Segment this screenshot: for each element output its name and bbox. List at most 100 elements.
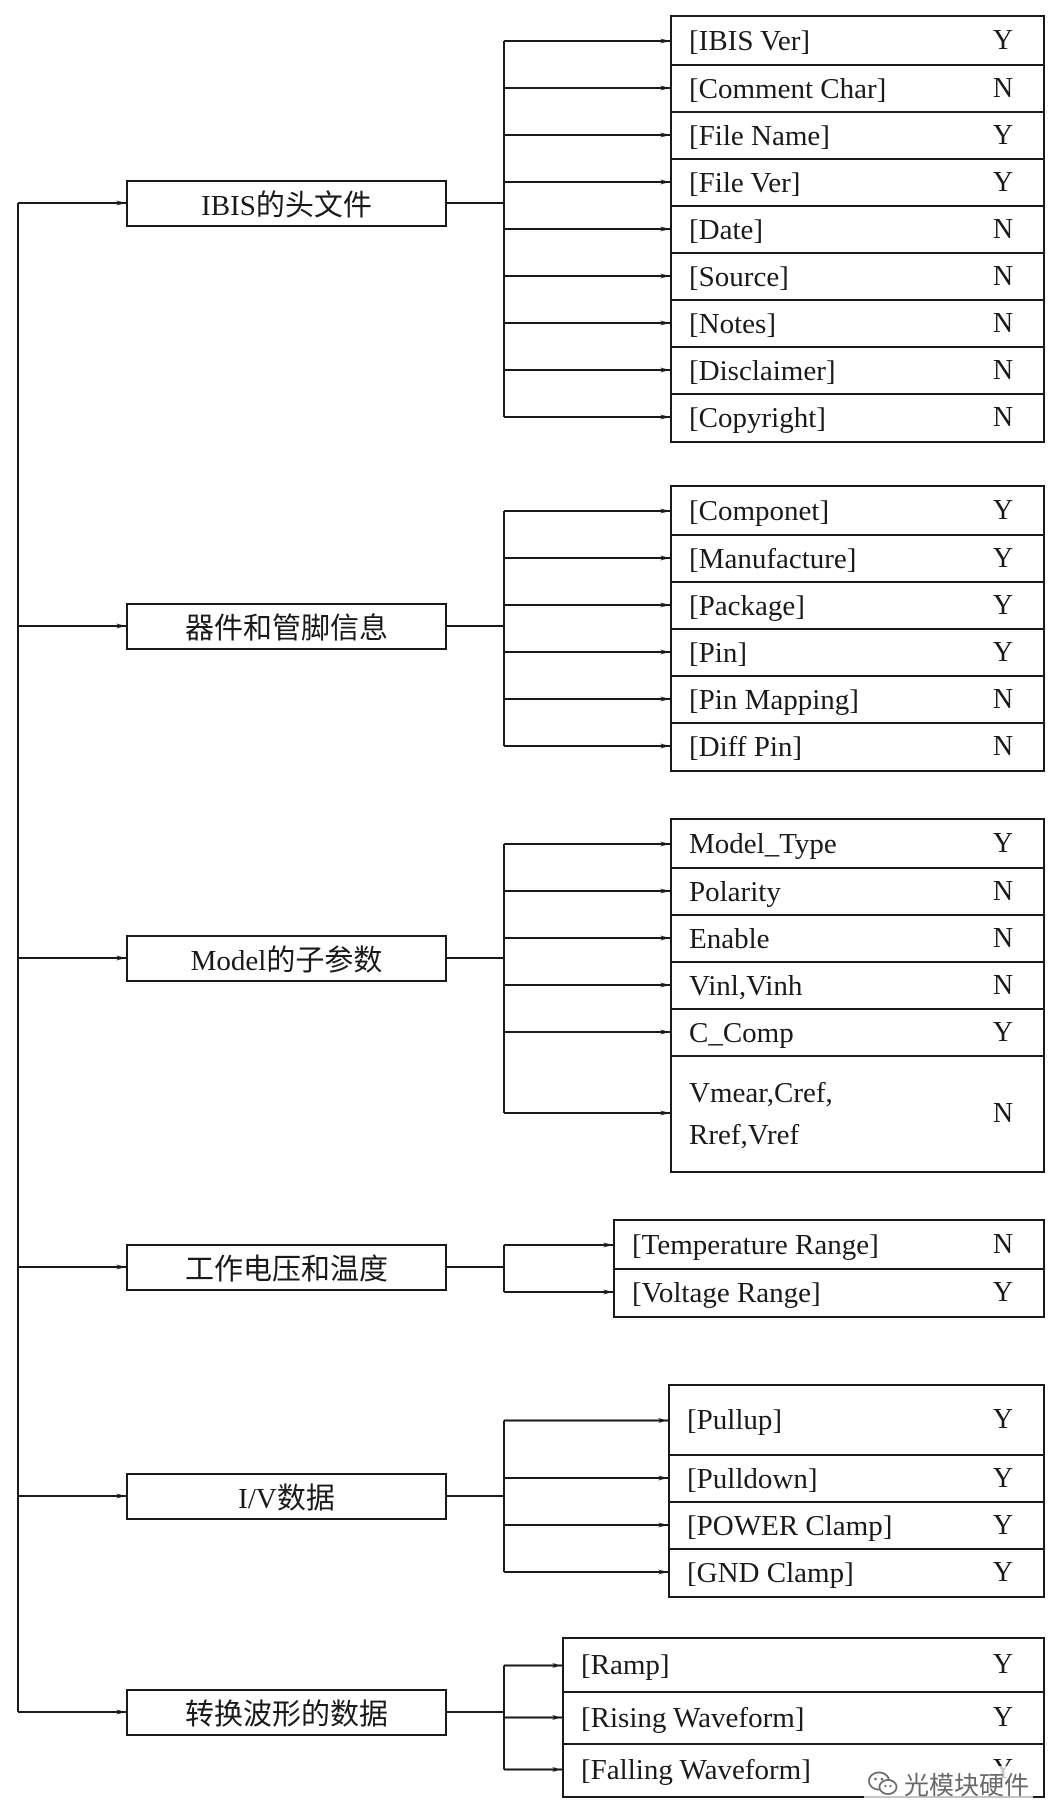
parameter-row: Vmear,Cref, Rref,Vref N [672, 1055, 1043, 1170]
required-flag: Y [992, 1462, 1014, 1494]
wechat-icon [868, 1771, 898, 1795]
parameter-row: [Falling Waveform]Y [564, 1743, 1043, 1795]
parameter-name: [Componet] [689, 494, 830, 527]
required-flag: Y [992, 827, 1014, 859]
parameter-name: [IBIS Ver] [689, 24, 811, 57]
required-flag: Y [992, 1556, 1014, 1588]
required-flag: N [992, 683, 1014, 715]
parameter-group-box: [Pullup]Y[Pulldown]Y[POWER Clamp]Y[GND C… [668, 1384, 1045, 1598]
parameter-row: [Pin] Y [672, 628, 1043, 675]
parameter-name: [Package] [689, 589, 805, 622]
parameter-name: [Notes] [689, 307, 776, 340]
parameter-name: [Disclaimer] [689, 354, 836, 387]
parameter-row: [Disclaimer] N [672, 346, 1043, 393]
required-flag: Y [992, 1404, 1014, 1435]
parameter-name: [Pin Mapping] [689, 683, 859, 716]
parameter-name: [Ramp] [581, 1649, 670, 1681]
required-flag: N [992, 1228, 1014, 1260]
parameter-row: [Date]N [672, 205, 1043, 252]
parameter-row: [Rising Waveform] Y [564, 1691, 1043, 1743]
parameter-name: [Copyright] [689, 401, 826, 434]
parameter-name: [Voltage Range] [632, 1276, 821, 1309]
required-flag: N [992, 213, 1014, 245]
parameter-row: [Source] N [672, 252, 1043, 299]
parameter-name: [Pin] [689, 636, 747, 669]
parameter-row: [Diff Pin] N [672, 722, 1043, 769]
required-flag: Y [992, 1509, 1014, 1541]
parameter-name: [Comment Char] [689, 72, 887, 105]
parameter-row: [File Ver] Y [672, 158, 1043, 205]
parameter-group-box: [IBIS Ver]Y[Comment Char]N[File Name]Y[F… [670, 15, 1045, 443]
required-flag: Y [992, 1276, 1014, 1308]
parameter-name: Polarity [689, 875, 781, 908]
required-flag: Y [992, 119, 1014, 151]
parameter-row: [Pulldown] Y [670, 1454, 1043, 1501]
parameter-group-box: [Componet]Y[Manufacture]Y[Package]Y[Pin]… [670, 485, 1045, 772]
parameter-name: Model_Type [689, 827, 837, 860]
parameter-name: Vmear,Cref, Rref,Vref [689, 1076, 833, 1151]
parameter-row: [Pullup] Y [670, 1386, 1043, 1454]
parameter-row: [Package] Y [672, 581, 1043, 628]
watermark-text: 光模块硬件 [904, 1771, 1030, 1800]
required-flag: Y [992, 589, 1014, 621]
required-flag: Y [992, 1702, 1014, 1733]
parameter-name: [File Ver] [689, 166, 801, 199]
parameter-name: Enable [689, 922, 770, 955]
parameter-row: Enable N [672, 914, 1043, 961]
parameter-name: [GND Clamp] [687, 1556, 854, 1589]
parameter-name: [POWER Clamp] [687, 1509, 893, 1542]
parameter-row: Model_Type Y [672, 820, 1043, 867]
required-flag: Y [992, 166, 1014, 198]
category-box: 转换波形的数据 [126, 1688, 447, 1736]
category-box: 工作电压和温度 [126, 1243, 447, 1291]
required-flag: Y [992, 542, 1014, 574]
parameter-row: [Manufacture] Y [672, 534, 1043, 581]
parameter-row: Polarity N [672, 867, 1043, 914]
required-flag: Y [992, 636, 1014, 668]
required-flag: Y [992, 1649, 1014, 1680]
required-flag: N [992, 260, 1014, 292]
parameter-row: [GND Clamp] Y [670, 1548, 1043, 1595]
parameter-name: [Diff Pin] [689, 730, 803, 763]
parameter-name: [Manufacture] [689, 542, 857, 575]
category-box: I/V数据 [126, 1472, 447, 1520]
parameter-row: [Comment Char] N [672, 64, 1043, 111]
required-flag: N [992, 72, 1014, 104]
parameter-name: Vinl,Vinh [689, 969, 803, 1002]
parameter-name: [File Name] [689, 119, 830, 152]
parameter-group-box: [Temperature Range]N [Voltage Range] Y [613, 1219, 1045, 1318]
required-flag: Y [992, 24, 1014, 56]
required-flag: Y [992, 494, 1014, 526]
watermark: 光模块硬件 [864, 1766, 1034, 1801]
parameter-name: [Pulldown] [687, 1462, 818, 1495]
category-box: 器件和管脚信息 [126, 602, 447, 650]
parameter-row: [Pin Mapping] N [672, 675, 1043, 722]
required-flag: N [992, 922, 1014, 954]
parameter-row: [File Name] Y [672, 111, 1043, 158]
required-flag: N [992, 875, 1014, 907]
required-flag: N [992, 1097, 1014, 1129]
required-flag: N [992, 401, 1014, 433]
parameter-row: [Temperature Range]N [615, 1221, 1043, 1268]
required-flag: N [992, 307, 1014, 339]
parameter-row: [Voltage Range] Y [615, 1268, 1043, 1315]
required-flag: N [992, 969, 1014, 1001]
parameter-name: [Rising Waveform] [581, 1702, 805, 1734]
category-box: IBIS的头文件 [126, 179, 447, 227]
required-flag: Y [992, 1016, 1014, 1048]
parameter-name: [Falling Waveform] [581, 1754, 811, 1786]
parameter-row: Vinl,Vinh N [672, 961, 1043, 1008]
parameter-row: [Componet] Y [672, 487, 1043, 534]
parameter-row: [IBIS Ver] Y [672, 17, 1043, 64]
parameter-row: [Notes] N [672, 299, 1043, 346]
parameter-row: [POWER Clamp] Y [670, 1501, 1043, 1548]
required-flag: N [992, 354, 1014, 386]
parameter-name: [Pullup] [687, 1404, 783, 1436]
parameter-name: [Source] [689, 260, 789, 293]
required-flag: N [992, 730, 1014, 762]
parameter-row: [Copyright] N [672, 393, 1043, 440]
